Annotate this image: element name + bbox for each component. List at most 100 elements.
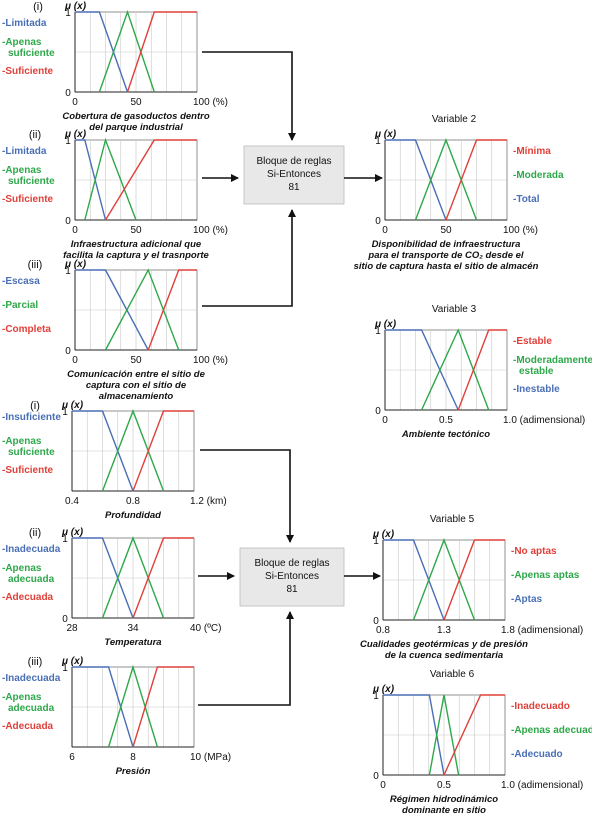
x-tick-mid: 0.5 [439, 415, 453, 426]
y-tick-1: 1 [65, 266, 71, 277]
x-tick-end: 1.8 (adimensional) [501, 625, 583, 636]
x-tick-end: 1.0 (adimensional) [503, 415, 585, 426]
arrow-chart1-to-block [202, 51, 296, 141]
chart9-set-label-2: -No aptas [511, 546, 557, 557]
variable-title: Variable 3 [432, 304, 477, 315]
chart7-set-label-1: -Apenas [2, 563, 42, 574]
x-tick-start: 0 [72, 225, 78, 236]
x-tick-mid: 50 [130, 97, 142, 108]
chart9-set-label-1: -Apenas aptas [511, 570, 580, 581]
chart5-curve-1 [420, 328, 490, 411]
x-tick-start: 0.4 [65, 496, 79, 507]
y-tick-0: 0 [65, 88, 71, 99]
chart4-caption-line-1: para el transporte de CO₂ desde el [367, 250, 524, 261]
rule-block-top-line3: 81 [288, 182, 300, 193]
x-tick-end: 100 (%) [193, 355, 228, 366]
chart10-curve-2 [443, 694, 505, 776]
chart7-set-label-1: adecuada [8, 574, 55, 585]
chart5-curve-2 [457, 329, 507, 411]
chart4-curve-0 [385, 139, 447, 221]
chart6-set-label-1: suficiente [8, 447, 55, 458]
variable-title: Variable 5 [430, 514, 475, 525]
chart9-set-label-0: -Aptas [511, 594, 543, 605]
chart6-curve-1 [101, 409, 165, 492]
x-tick-mid: 50 [130, 225, 142, 236]
chart3-caption-line-2: almacenamiento [99, 391, 174, 402]
chart7-set-label-0: -Inadecuada [2, 544, 61, 555]
chart7-curve-0 [72, 537, 134, 619]
chart1-curve-0 [75, 11, 129, 93]
x-tick-start: 0 [72, 355, 78, 366]
rule-block-bottom-line1: Bloque de reglas [254, 558, 329, 569]
x-tick-start: 6 [69, 752, 75, 763]
x-tick-mid: 1.3 [437, 625, 451, 636]
chart4-curve-2 [445, 139, 507, 221]
chart3-caption-line-1: captura con el sitio de [86, 380, 187, 391]
chart7-curve-2 [132, 537, 194, 619]
chart3-set-label-0: -Escasa [2, 276, 40, 287]
x-tick-start: 0 [382, 415, 388, 426]
y-tick-0: 0 [375, 406, 381, 417]
chart8-set-label-1: adecuada [8, 703, 55, 714]
chart9-caption-line-0: Cualidades geotérmicas y de presión [360, 639, 528, 650]
chart4-set-label-0: -Total [513, 194, 540, 205]
x-tick-start: 28 [66, 623, 78, 634]
chart4-set-label-2: -Mínima [513, 146, 551, 157]
chart2-set-label-2: -Suficiente [2, 194, 54, 205]
variable-title: Variable 6 [430, 669, 475, 680]
y-tick-0: 0 [373, 616, 379, 627]
chart2-curve-0 [75, 139, 107, 221]
chart7-curve-1 [101, 536, 165, 619]
panel-index: (i) [30, 400, 40, 412]
chart10-caption-line-0: Régimen hidrodinámico [390, 794, 498, 805]
y-tick-1: 1 [62, 534, 68, 545]
y-tick-1: 1 [65, 136, 71, 147]
chart1-set-label-0: -Limitada [2, 18, 47, 29]
chart1-set-label-2: -Suficiente [2, 66, 54, 77]
x-tick-end: 10 (MPa) [190, 752, 231, 763]
chart8-curve-2 [132, 666, 194, 748]
chart2-curve-1 [84, 137, 137, 221]
chart5-caption-line-0: Ambiente tectónico [401, 429, 490, 440]
mu-label: μ (x) [64, 259, 87, 270]
chart10-set-label-0: -Adecuado [511, 749, 563, 760]
chart3-caption-line-0: Comunicación entre el sitio de [67, 369, 205, 380]
x-tick-end: 1.2 (km) [190, 496, 227, 507]
chart8-set-label-1: -Apenas [2, 692, 42, 703]
x-tick-mid: 34 [127, 623, 139, 634]
chart5-set-label-1: -Moderadamente [513, 355, 592, 366]
chart6-caption-line-0: Profundidad [105, 510, 161, 521]
chart10-set-label-2: -Inadecuado [511, 701, 570, 712]
chart9-curve-1 [412, 538, 476, 621]
y-tick-0: 0 [65, 216, 71, 227]
panel-index: (iii) [28, 656, 43, 668]
chart2-set-label-0: -Limitada [2, 146, 47, 157]
y-tick-1: 1 [62, 407, 68, 418]
x-tick-start: 0 [380, 780, 386, 791]
panel-index: (iii) [28, 259, 43, 271]
rule-block-top-line2: Si-Entonces [267, 169, 321, 180]
chart7-set-label-2: -Adecuada [2, 592, 54, 603]
chart3-curve-2 [147, 269, 197, 351]
chart3-curve-0 [75, 269, 149, 351]
chart2-caption-line-0: Infraestructura adicional que [71, 239, 202, 250]
chart4-set-label-1: -Moderada [513, 170, 564, 181]
mu-label: μ (x) [374, 129, 397, 140]
chart8-curve-0 [72, 666, 134, 748]
x-tick-start: 0 [382, 225, 388, 236]
x-tick-end: 100 (%) [193, 97, 228, 108]
chart10-caption-line-1: dominante en sitio [402, 805, 486, 813]
x-tick-start: 0.8 [376, 625, 390, 636]
mu-label: μ (x) [64, 1, 87, 12]
mu-label: μ (x) [372, 529, 395, 540]
chart8-curve-1 [107, 664, 159, 748]
chart2-set-label-1: suficiente [8, 176, 55, 187]
variable-title: Variable 2 [432, 114, 477, 125]
y-tick-1: 1 [373, 691, 379, 702]
